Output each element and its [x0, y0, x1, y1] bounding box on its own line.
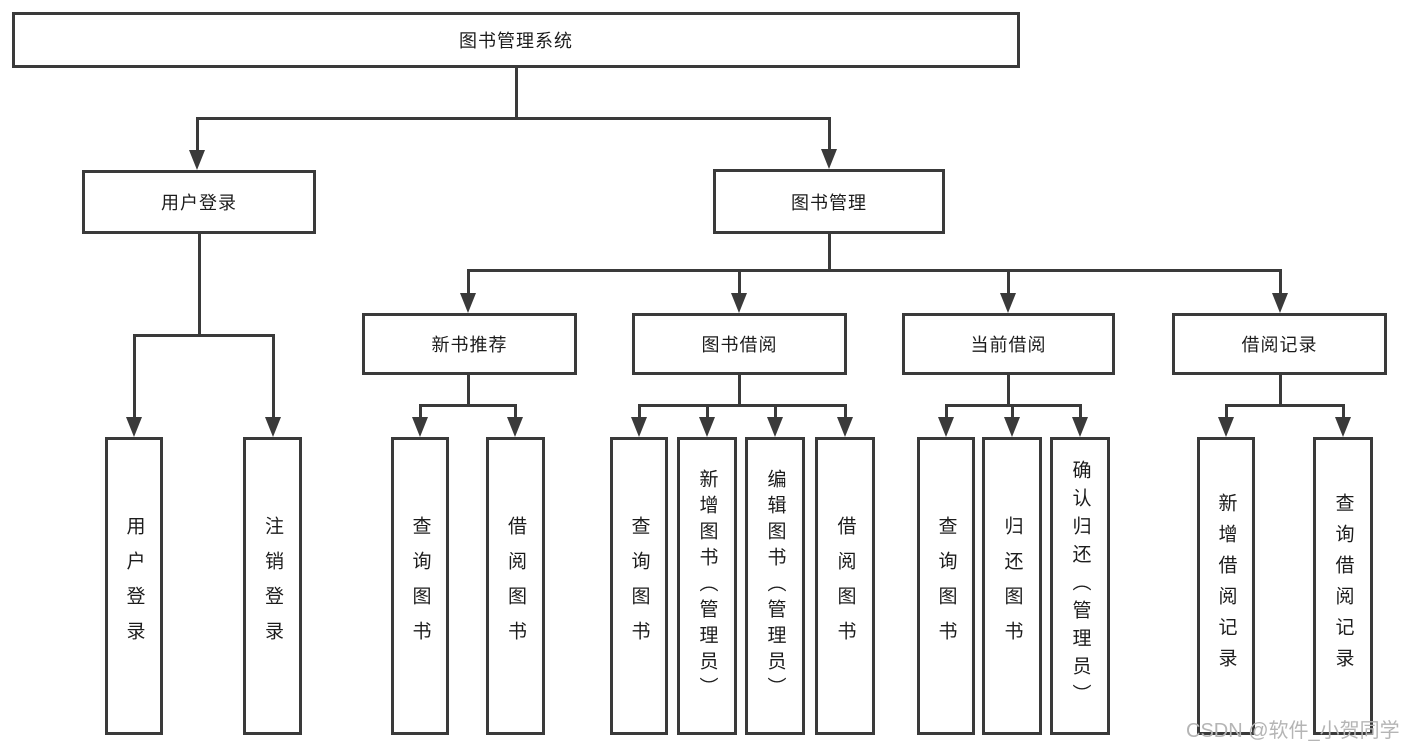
arrow-down-icon: [631, 417, 647, 437]
arrow-down-icon: [1272, 293, 1288, 313]
connector-drop-user-login: [196, 117, 199, 155]
leaf-borrow-books-recommend: 借阅图书: [486, 437, 545, 735]
arrow-down-icon: [837, 417, 853, 437]
arrow-down-icon: [731, 293, 747, 313]
node-root-label: 图书管理系统: [459, 31, 573, 51]
connector-current-borrow-stem: [1007, 375, 1010, 407]
node-user-login: 用户登录: [82, 170, 316, 234]
leaf-borrow-books-recommend-label: 借阅图书: [505, 516, 526, 656]
arrow-down-icon: [821, 149, 837, 169]
arrow-down-icon: [1000, 293, 1016, 313]
connector-leaf-drop: [1342, 404, 1345, 421]
leaf-logout-label: 注销登录: [262, 516, 283, 656]
leaf-logout: 注销登录: [243, 437, 302, 735]
leaf-add-borrow-record: 新增借阅记录: [1197, 437, 1255, 735]
connector-drop-borrow-records: [1279, 269, 1282, 297]
leaf-query-books-recommend-label: 查询图书: [409, 516, 431, 656]
connector-leaf-drop: [638, 404, 641, 421]
connector-drop-leaf-logout: [272, 334, 275, 420]
arrow-down-icon: [265, 417, 281, 437]
leaf-return-book-label: 归还图书: [1001, 516, 1023, 656]
connector-leaf-drop: [1225, 404, 1228, 421]
connector-drop-current-borrow: [1007, 269, 1010, 297]
connector-drop-book-management: [828, 117, 831, 155]
connector-user-login-stem: [198, 234, 201, 337]
leaf-query-borrow-record: 查询借阅记录: [1313, 437, 1373, 735]
arrow-down-icon: [126, 417, 142, 437]
arrow-down-icon: [699, 417, 715, 437]
leaf-query-books-borrow: 查询图书: [610, 437, 668, 735]
node-current-borrow-label: 当前借阅: [970, 335, 1047, 355]
node-book-borrow-label: 图书借阅: [701, 335, 778, 355]
leaf-query-books-borrow-label: 查询图书: [628, 516, 650, 656]
connector-level2-bar: [196, 117, 830, 120]
leaf-query-books-recommend: 查询图书: [391, 437, 449, 735]
leaf-query-borrow-record-label: 查询借阅记录: [1332, 493, 1354, 679]
leaf-query-books-current: 查询图书: [917, 437, 975, 735]
leaf-return-book: 归还图书: [982, 437, 1042, 735]
leaf-edit-book-admin-label: 编辑图书（管理员）: [764, 469, 786, 703]
node-borrow-records: 借阅记录: [1172, 313, 1387, 375]
leaf-user-login-label: 用户登录: [123, 516, 145, 656]
connector-new-book-stem: [467, 375, 470, 407]
connector-leaf-drop: [844, 404, 847, 421]
node-book-management-label: 图书管理: [791, 192, 867, 213]
connector-drop-book-borrow: [738, 269, 741, 297]
arrow-down-icon: [1072, 417, 1088, 437]
leaf-query-books-current-label: 查询图书: [935, 516, 957, 656]
node-borrow-records-label: 借阅记录: [1241, 335, 1318, 355]
node-new-book-recommend: 新书推荐: [362, 313, 577, 375]
leaf-add-borrow-record-label: 新增借阅记录: [1215, 493, 1237, 679]
arrow-down-icon: [767, 417, 783, 437]
node-current-borrow: 当前借阅: [902, 313, 1115, 375]
arrow-down-icon: [460, 293, 476, 313]
connector-book-borrow-stem: [738, 375, 741, 407]
leaf-add-book-admin-label: 新增图书（管理员）: [696, 469, 718, 703]
leaf-edit-book-admin: 编辑图书（管理员）: [745, 437, 805, 735]
connector-leaf-drop: [706, 404, 709, 421]
connector-drop-leaf-user-login: [133, 334, 136, 420]
leaf-confirm-return-admin-label: 确认归还（管理员）: [1069, 460, 1091, 712]
leaf-user-login: 用户登录: [105, 437, 163, 735]
arrow-down-icon: [412, 417, 428, 437]
connector-book-management-stem: [828, 234, 831, 272]
connector-level3-bar: [467, 269, 1281, 272]
node-root: 图书管理系统: [12, 12, 1020, 68]
connector-borrow-records-bar: [1225, 404, 1345, 407]
connector-leaf-drop: [1079, 404, 1082, 421]
connector-leaf-drop: [514, 404, 517, 421]
connector-new-book-bar: [419, 404, 517, 407]
connector-leaf-drop: [945, 404, 948, 421]
node-user-login-label: 用户登录: [161, 193, 237, 213]
leaf-borrow-books: 借阅图书: [815, 437, 875, 735]
connector-leaf-drop: [1011, 404, 1014, 421]
node-new-book-recommend-label: 新书推荐: [431, 335, 508, 355]
arrow-down-icon: [189, 150, 205, 170]
node-book-management: 图书管理: [713, 169, 945, 234]
arrow-down-icon: [938, 417, 954, 437]
leaf-borrow-books-label: 借阅图书: [834, 516, 856, 656]
connector-borrow-records-stem: [1279, 375, 1282, 407]
arrow-down-icon: [1004, 417, 1020, 437]
connector-user-login-bar: [133, 334, 274, 337]
connector-root-stem: [515, 68, 518, 119]
connector-leaf-drop: [774, 404, 777, 421]
connector-leaf-drop: [419, 404, 422, 421]
csdn-watermark: CSDN @软件_小贺同学: [1186, 720, 1400, 742]
arrow-down-icon: [1218, 417, 1234, 437]
connector-drop-new-book: [467, 269, 470, 297]
leaf-confirm-return-admin: 确认归还（管理员）: [1050, 437, 1110, 735]
node-book-borrow: 图书借阅: [632, 313, 847, 375]
arrow-down-icon: [507, 417, 523, 437]
arrow-down-icon: [1335, 417, 1351, 437]
leaf-add-book-admin: 新增图书（管理员）: [677, 437, 737, 735]
connector-book-borrow-bar: [638, 404, 847, 407]
